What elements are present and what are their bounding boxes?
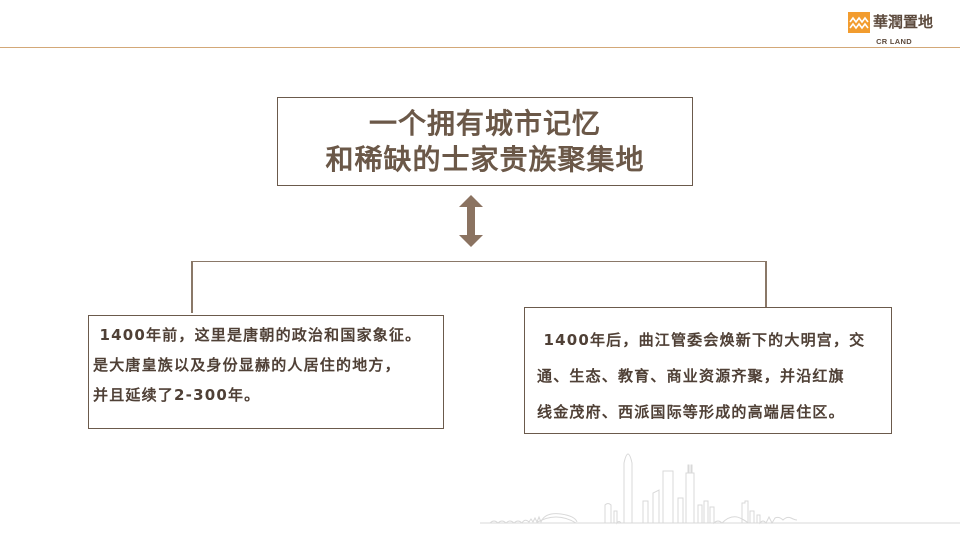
header-rule [0, 47, 960, 48]
card-after-line-3: 线金茂府、西派国际等形成的高端居住区。 [537, 403, 845, 421]
city-skyline-decoration [480, 440, 960, 530]
double-arrow-vertical-icon [458, 195, 484, 247]
info-card-before: 1400年前，这里是唐朝的政治和国家象征。 是大唐皇族以及身份显赫的人居住的地方… [88, 315, 444, 429]
card-after-line-2: 通、生态、教育、商业资源齐聚，并沿红旗 [537, 367, 845, 385]
title-box: 一个拥有城市记忆 和稀缺的士家贵族聚集地 [277, 97, 693, 186]
cr-land-logo: 華潤置地 CR LAND [848, 10, 940, 48]
connector-left-line [191, 261, 193, 313]
card-before-line-3: 并且延续了2-300年。 [93, 386, 261, 404]
connector-horizontal-line [191, 261, 766, 262]
connector-right-line [765, 261, 767, 307]
logo-chinese-text: 華潤置地 [873, 13, 934, 31]
title-line-1: 一个拥有城市记忆 [368, 106, 601, 140]
card-after-line-1: 1400年后，曲江管委会焕新下的大明宫，交 [537, 331, 866, 349]
info-card-after: 1400年后，曲江管委会焕新下的大明宫，交 通、生态、教育、商业资源齐聚，并沿红… [524, 307, 892, 434]
title-line-2: 和稀缺的士家贵族聚集地 [325, 142, 645, 176]
cr-land-logo-mark-icon [848, 12, 870, 33]
card-before-line-1: 1400年前，这里是唐朝的政治和国家象征。 [93, 326, 422, 344]
card-before-line-2: 是大唐皇族以及身份显赫的人居住的地方， [93, 356, 401, 374]
logo-english-text: CR LAND [876, 37, 912, 46]
